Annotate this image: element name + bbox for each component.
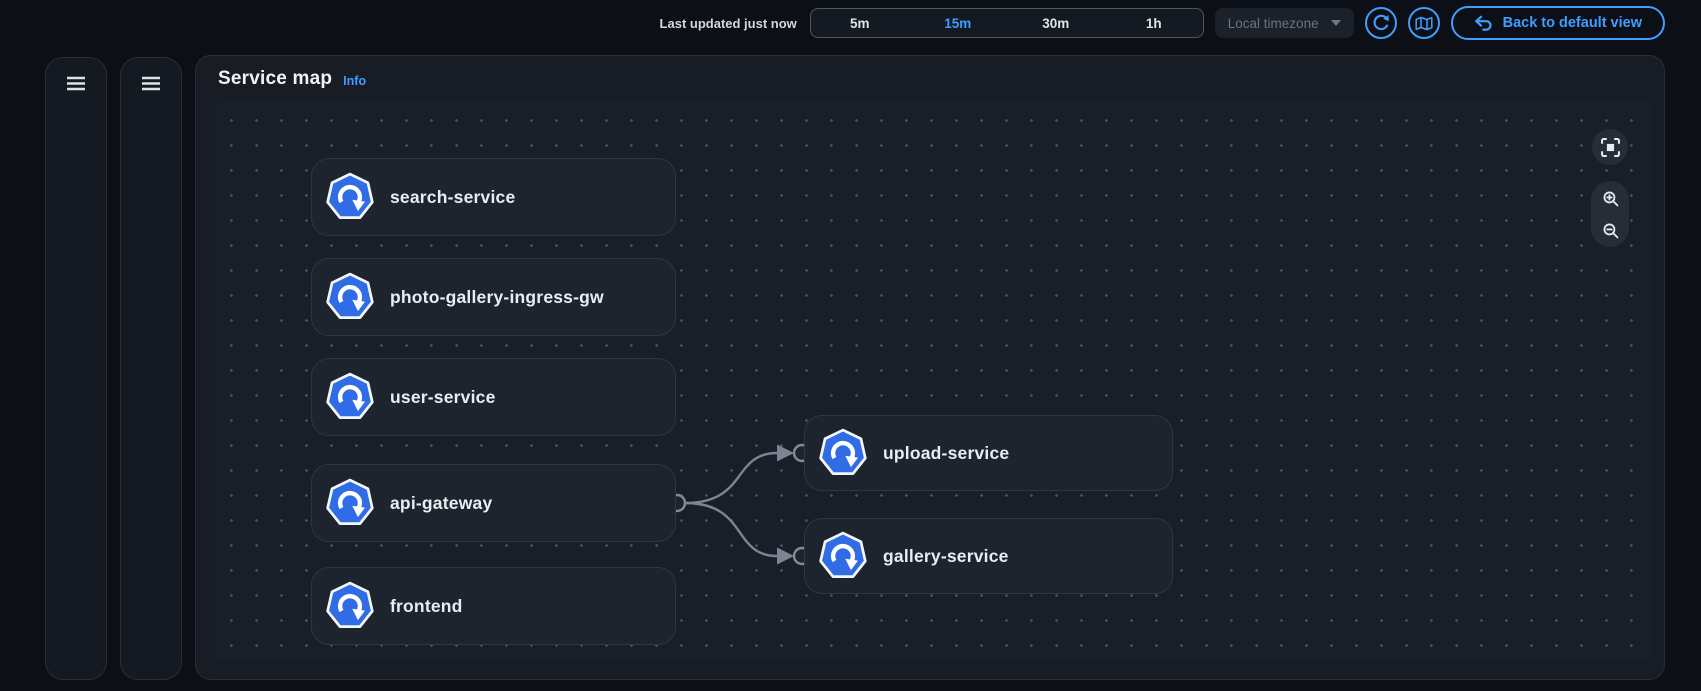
timezone-select[interactable]: Local timezone — [1214, 8, 1354, 38]
collapsed-side-panel-2 — [120, 57, 182, 680]
page-title: Service map — [218, 68, 333, 89]
global-toolbar: Last updated just now 5m 15m 30m 1h Loca… — [0, 0, 1701, 46]
collapsed-side-panel-1 — [45, 57, 107, 680]
hamburger-icon — [142, 76, 160, 91]
timezone-select-value: Local timezone — [1227, 15, 1319, 31]
service-node-search-service[interactable]: search-service — [311, 158, 676, 236]
kubernetes-service-icon — [325, 172, 375, 222]
time-range-30m[interactable]: 30m — [1042, 15, 1070, 31]
hamburger-menu-button-2[interactable] — [136, 76, 166, 102]
hamburger-icon — [67, 76, 85, 91]
info-link[interactable]: Info — [343, 73, 367, 88]
service-node-label: upload-service — [883, 442, 1010, 463]
zoom-out-button[interactable] — [1593, 214, 1627, 246]
back-to-default-view-label: Back to default view — [1502, 15, 1642, 31]
kubernetes-service-icon — [325, 478, 375, 528]
edge-arrowhead-gallery — [777, 547, 794, 565]
fit-to-view-button[interactable] — [1592, 129, 1628, 165]
edge-arrowhead-upload — [777, 444, 794, 462]
map-legend-button[interactable] — [1407, 7, 1440, 39]
service-node-frontend[interactable]: frontend — [311, 567, 676, 645]
hamburger-menu-button-1[interactable] — [61, 76, 91, 102]
zoom-controls — [1591, 181, 1629, 247]
time-range-15m[interactable]: 15m — [944, 15, 972, 31]
kubernetes-service-icon — [325, 581, 375, 631]
undo-arrow-icon — [1474, 15, 1492, 31]
service-node-photo-gallery-ingress-gw[interactable]: photo-gallery-ingress-gw — [311, 258, 676, 336]
kubernetes-service-icon — [325, 372, 375, 422]
service-node-upload-service[interactable]: upload-service — [804, 415, 1173, 491]
time-range-segmented-control: 5m 15m 30m 1h — [809, 8, 1204, 38]
edge-api-gateway-to-gallery-service[interactable] — [684, 501, 778, 558]
zoom-in-icon — [1603, 191, 1618, 206]
last-updated-text: Last updated just now — [659, 15, 797, 31]
chevron-down-icon — [1330, 20, 1341, 26]
service-node-label: user-service — [390, 386, 496, 407]
service-node-label: photo-gallery-ingress-gw — [390, 286, 604, 307]
service-map-panel: Service map Info search-service — [195, 55, 1665, 680]
kubernetes-service-icon — [818, 428, 868, 478]
time-range-1h[interactable]: 1h — [1145, 15, 1162, 31]
service-node-label: frontend — [390, 595, 463, 616]
service-node-label: api-gateway — [390, 492, 493, 513]
fit-to-view-icon — [1600, 137, 1620, 157]
service-node-user-service[interactable]: user-service — [311, 358, 676, 436]
refresh-button[interactable] — [1364, 7, 1397, 39]
service-node-label: gallery-service — [883, 545, 1009, 566]
refresh-icon — [1373, 14, 1389, 31]
kubernetes-service-icon — [818, 531, 868, 581]
service-node-api-gateway[interactable]: api-gateway — [311, 464, 676, 542]
map-icon — [1415, 16, 1433, 30]
back-to-default-view-button[interactable]: Back to default view — [1450, 6, 1665, 40]
zoom-out-icon — [1603, 223, 1618, 238]
zoom-in-button[interactable] — [1593, 182, 1627, 214]
service-node-gallery-service[interactable]: gallery-service — [804, 518, 1173, 594]
service-map-canvas[interactable]: search-service photo-gallery-ingress-gw — [216, 101, 1651, 661]
time-range-5m[interactable]: 5m — [850, 15, 870, 31]
service-node-label: search-service — [390, 186, 516, 207]
kubernetes-service-icon — [325, 272, 375, 322]
edge-api-gateway-to-upload-service[interactable] — [684, 451, 778, 505]
service-map-header: Service map Info — [218, 56, 366, 102]
